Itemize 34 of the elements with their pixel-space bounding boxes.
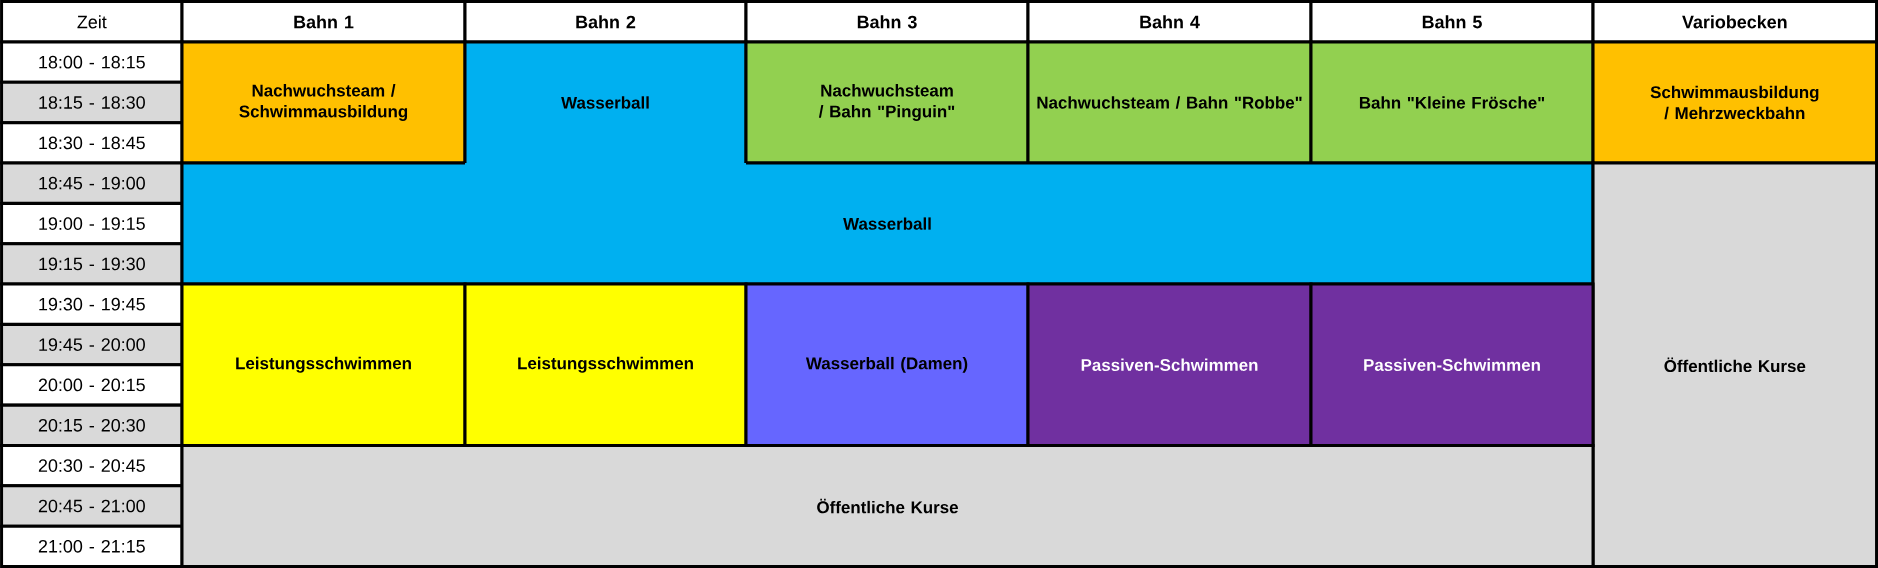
time-cell: 19:45 - 20:00 xyxy=(0,322,184,367)
time-cell: 20:30 - 20:45 xyxy=(0,443,184,488)
time-cell: 20:45 - 21:00 xyxy=(0,484,184,528)
time-cell: 19:15 - 19:30 xyxy=(0,242,184,286)
time-cell: 18:30 - 18:45 xyxy=(0,121,184,165)
lane-block: Leistungsschwimmen xyxy=(463,282,748,447)
lane-block: Schwimmausbildung / Mehrzweckbahn xyxy=(1591,40,1878,165)
lane-block: Nachwuchsteam / Bahn "Robbe" xyxy=(1026,40,1313,165)
time-cell: 18:00 - 18:15 xyxy=(0,40,184,84)
time-cell: 18:15 - 18:30 xyxy=(0,80,184,125)
header-cell: Variobecken xyxy=(1591,0,1878,44)
time-cell: 18:45 - 19:00 xyxy=(0,161,184,205)
lane-block: Öffentliche Kurse xyxy=(180,444,1595,568)
lane-block: Leistungsschwimmen xyxy=(180,282,467,447)
header-cell: Bahn 2 xyxy=(463,0,748,44)
node-label: Wasserball xyxy=(561,96,649,109)
header-cell: Bahn 5 xyxy=(1309,0,1595,44)
header-cell: Zeit xyxy=(0,0,184,44)
time-cell: 20:00 - 20:15 xyxy=(0,363,184,407)
lane-block: Wasserball (Damen) xyxy=(744,282,1030,447)
time-cell: 21:00 - 21:15 xyxy=(0,524,184,568)
time-cell: 19:30 - 19:45 xyxy=(0,282,184,326)
time-cell: 19:00 - 19:15 xyxy=(0,201,184,246)
header-cell: Bahn 4 xyxy=(1026,0,1313,44)
lane-block: Passiven-Schwimmen xyxy=(1309,282,1595,447)
lane-block: Öffentliche Kurse xyxy=(1591,161,1878,568)
header-cell: Bahn 1 xyxy=(180,0,467,44)
lane-block: Bahn "Kleine Frösche" xyxy=(1309,40,1595,165)
lane-block: Nachwuchsteam / Bahn "Pinguin" xyxy=(744,40,1030,165)
lane-block: Passiven-Schwimmen xyxy=(1026,282,1313,447)
time-cell: 20:15 - 20:30 xyxy=(0,403,184,447)
header-cell: Bahn 3 xyxy=(744,0,1030,44)
lane-block: Nachwuchsteam / Schwimmausbildung xyxy=(180,40,467,165)
lane-block: Wasserball xyxy=(463,40,748,163)
